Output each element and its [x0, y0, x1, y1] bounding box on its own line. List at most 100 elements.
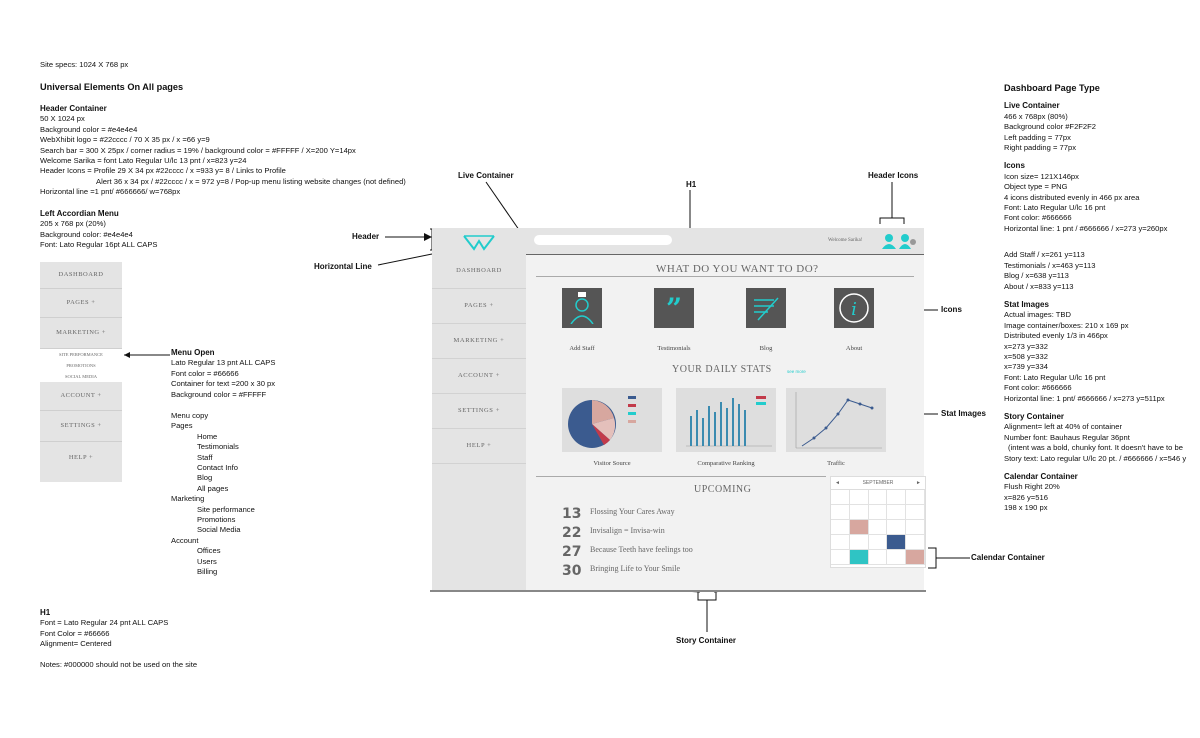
nav-help[interactable]: HELP + [432, 429, 526, 464]
menu-copy-item: Offices [197, 546, 221, 556]
acc-item-pages[interactable]: PAGES + [40, 289, 122, 318]
calendar-day[interactable] [906, 520, 925, 535]
calendar-day[interactable] [868, 520, 888, 535]
search-input[interactable] [534, 235, 672, 245]
story-title[interactable]: Invisalign = Invisa-win [590, 526, 665, 535]
nav-marketing[interactable]: MARKETING + [432, 324, 526, 359]
spec-line: Font color = #66666 [171, 368, 239, 378]
story-number: 22 [562, 525, 582, 541]
story-title[interactable]: Bringing Life to Your Smile [590, 564, 681, 573]
h1-underline [536, 276, 914, 277]
calendar-day[interactable] [831, 490, 850, 505]
story-title[interactable]: Because Teeth have feelings too [590, 545, 693, 554]
calendar-day[interactable] [831, 520, 850, 535]
callout-horizontal-line: Horizontal Line [314, 262, 372, 271]
see-more-link[interactable]: see more [787, 369, 806, 374]
spec-line: Image container/boxes: 210 x 169 px [1004, 320, 1129, 330]
h1-upcoming: UPCOMING [694, 484, 752, 495]
spec-line: Background color #F2F2F2 [1004, 122, 1097, 132]
callout-calendar-container: Calendar Container [971, 553, 1045, 562]
menu-copy-item: Users [197, 556, 217, 566]
calendar-day[interactable] [849, 535, 869, 550]
spec-line: 50 X 1024 px [40, 114, 85, 124]
spec-line: Alignment= Centered [40, 639, 112, 649]
spec-line: Testimonials / x=463 y=113 [1004, 260, 1096, 270]
profile-icon[interactable] [882, 233, 896, 249]
spec-line: Background color = #FFFFF [171, 389, 267, 399]
h1-spec: H1 Font = Lato Regular 24 pnt ALL CAPS F… [40, 608, 197, 670]
nav-account[interactable]: ACCOUNT + [432, 359, 526, 394]
menu-open-spec: Menu Open Lato Regular 13 pnt ALL CAPS F… [171, 348, 275, 400]
acc-item-help[interactable]: HELP + [68, 454, 94, 461]
spec-line: 198 x 190 px [1004, 503, 1048, 513]
acc-item-dashboard[interactable]: DASHBOARD [40, 262, 122, 289]
webxhibit-logo[interactable] [462, 233, 496, 251]
calendar-day[interactable] [906, 535, 925, 550]
spec-line: Container for text =200 x 30 px [171, 379, 276, 389]
acc-item-settings[interactable]: SETTINGS + [40, 411, 122, 442]
spec-line: Object type = PNG [1004, 182, 1068, 192]
spec-line: 466 x 768px (80%) [1004, 111, 1068, 121]
calendar-day[interactable] [868, 535, 888, 550]
spec-line: Font: Lato Regular U/lc 16 pnt [1004, 372, 1106, 382]
mockup-bottom-line [430, 590, 926, 592]
calendar-day[interactable] [831, 535, 850, 550]
menu-copy-item: All pages [197, 483, 229, 493]
spec-line: Horizontal line: 1 pnt / #666666 / x=273… [1004, 223, 1168, 233]
calendar-day[interactable] [868, 550, 888, 565]
callout-header-icons: Header Icons [868, 171, 919, 180]
next-month-icon[interactable]: ► [916, 480, 921, 486]
acc-sub-social-media[interactable]: SOCIAL MEDIA [65, 374, 97, 379]
calendar-day[interactable] [849, 490, 869, 505]
nav-settings[interactable]: SETTINGS + [432, 394, 526, 429]
menu-copy-title: Menu copy [171, 411, 209, 420]
acc-sub-site-performance[interactable]: SITE PERFORMANCE [59, 352, 103, 357]
calendar-day[interactable] [831, 550, 850, 565]
traffic-chart [786, 388, 886, 452]
calendar-day-event[interactable] [849, 520, 869, 535]
testimonials-icon[interactable]: ” [654, 288, 694, 328]
stats-divider [536, 476, 826, 477]
acc-item-account[interactable]: ACCOUNT + [40, 382, 122, 411]
acc-sub-promotions[interactable]: PROMOTIONS [66, 363, 96, 368]
story-title[interactable]: Flossing Your Cares Away [590, 507, 675, 516]
callout-stat-images: Stat Images [941, 409, 986, 418]
alert-icon[interactable] [899, 233, 917, 249]
calendar-day[interactable] [831, 505, 850, 520]
about-label: About [845, 345, 863, 352]
h1-spec-title: H1 [40, 608, 51, 617]
calendar-day-event[interactable] [849, 550, 869, 565]
calendar-day[interactable] [887, 550, 907, 565]
calendar-day[interactable] [906, 490, 925, 505]
menu-copy-item: Blog [197, 473, 213, 483]
add-staff-icon[interactable] [562, 288, 602, 328]
visitor-source-chart [562, 388, 662, 452]
dashboard-spec: Dashboard Page Type Live Container 466 x… [1004, 83, 1186, 514]
stat-title: Stat Images [1004, 299, 1049, 309]
spec-line: Right padding = 77px [1004, 143, 1076, 153]
calendar-day[interactable] [887, 505, 907, 520]
calendar-day[interactable] [849, 505, 869, 520]
blog-icon[interactable] [746, 288, 786, 328]
calendar-day[interactable] [887, 520, 907, 535]
spec-line: Background color: #e4e4e4 [40, 229, 133, 239]
calendar-day[interactable] [868, 505, 888, 520]
about-icon[interactable]: i [834, 288, 874, 328]
nav-pages[interactable]: PAGES + [432, 289, 526, 324]
spec-line: x=508 y=332 [1004, 351, 1048, 361]
header-container-spec: Header Container 50 X 1024 px Background… [40, 104, 406, 198]
pie-chart-image [568, 396, 636, 448]
nav-dashboard[interactable]: DASHBOARD [432, 254, 526, 289]
acc-item-marketing[interactable]: MARKETING + [40, 318, 122, 349]
spec-line: Header Icons = Profile 29 X 34 px #22ccc… [40, 166, 286, 176]
calendar-day-event[interactable] [887, 535, 907, 550]
menu-open-title: Menu Open [171, 348, 215, 357]
prev-month-icon[interactable]: ◄ [835, 480, 840, 486]
left-menu-spec-title: Left Accordian Menu [40, 209, 119, 218]
menu-copy-account: Account [171, 535, 199, 545]
universal-title: Universal Elements On All pages [40, 82, 184, 92]
calendar-day[interactable] [868, 490, 888, 505]
calendar-day-event[interactable] [906, 550, 925, 565]
calendar-day[interactable] [906, 505, 925, 520]
calendar-day[interactable] [887, 490, 907, 505]
